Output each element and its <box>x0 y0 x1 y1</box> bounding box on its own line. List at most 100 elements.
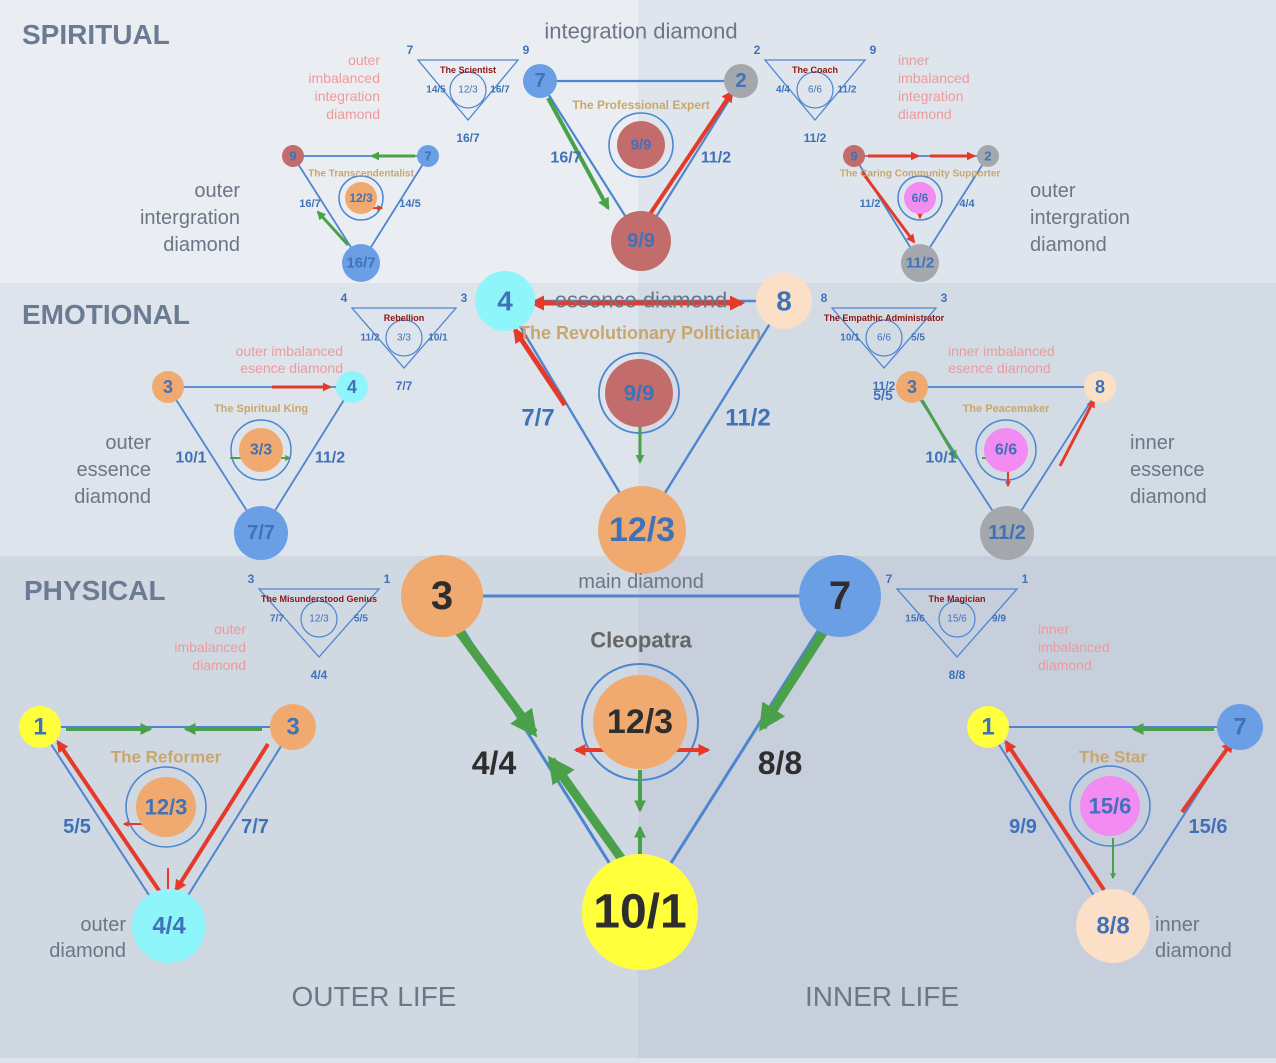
center-number: 6/6 <box>995 442 1017 459</box>
side-number: 10/1 <box>925 450 956 467</box>
node-layer <box>19 64 1263 970</box>
node-right <box>756 273 812 329</box>
node-number: 9 <box>289 149 296 164</box>
center-number: 15/6 <box>1089 794 1132 819</box>
inner-ring <box>865 319 903 357</box>
arrow-red <box>1180 740 1234 814</box>
side-number: 14/5 <box>426 85 446 96</box>
node-left <box>152 371 184 403</box>
side-number: 7/7 <box>270 614 284 625</box>
arrow-green <box>920 399 958 460</box>
corner-number: 11/2 <box>873 379 896 393</box>
inner-ring <box>300 600 338 638</box>
caption-outer-imb-phys-3: diamond <box>192 657 246 673</box>
footer-inner-life: INNER LIFE <box>805 981 959 1012</box>
small-triangle <box>895 588 1019 658</box>
side-number: 5/5 <box>911 333 925 344</box>
node-number: 16/7 <box>346 255 375 272</box>
node-number: 4/4 <box>152 913 186 940</box>
section-spiritual: SPIRITUAL <box>22 19 170 50</box>
node-left <box>401 555 483 637</box>
node-right <box>1084 371 1116 403</box>
center-node <box>605 359 673 427</box>
side-number: 11/2 <box>701 150 731 167</box>
node-number: 3 <box>286 714 299 741</box>
side-number: 4/4 <box>959 198 975 210</box>
center-ring <box>897 175 943 221</box>
node-number: 8 <box>1095 377 1105 397</box>
caption-outer-imb-int-3: integration <box>315 88 380 104</box>
center-ring <box>608 112 674 178</box>
node-number: 7 <box>424 149 431 164</box>
center-number: 12/3 <box>309 614 329 625</box>
caption-inner-diamond-1: inner <box>1155 914 1200 936</box>
node-number: 11/2 <box>988 522 1026 544</box>
center-ring <box>338 175 384 221</box>
node-number: 2 <box>735 70 746 92</box>
triangle-title: The Peacemaker <box>963 403 1051 415</box>
center-number: 6/6 <box>877 333 891 344</box>
band-spiritual-left <box>0 0 638 283</box>
caption-main-diamond: main diamond <box>578 571 704 593</box>
triangle-title: The Empathic Administrator <box>824 313 945 323</box>
node-bottom <box>611 211 671 271</box>
side-number: 15/6 <box>1189 816 1228 838</box>
corner-number: 2 <box>754 43 761 57</box>
arrow-green <box>758 619 834 732</box>
corner-number: 7 <box>407 43 414 57</box>
center-number: 12/3 <box>458 85 478 96</box>
inner-ring <box>449 71 487 109</box>
center-node <box>345 182 377 214</box>
caption-outer-ess-1: outer <box>105 432 151 454</box>
center-node <box>1080 776 1140 836</box>
side-number: 4/4 <box>776 85 790 96</box>
section-emotional: EMOTIONAL <box>22 299 190 330</box>
side-number: 11/2 <box>838 85 857 96</box>
triangle-title: The Spiritual King <box>214 403 308 415</box>
side-number: 4/4 <box>472 745 517 781</box>
side-number: 5/5 <box>873 387 893 403</box>
triangle-title: The Transcendentalist <box>308 169 414 180</box>
center-node <box>239 428 283 472</box>
node-right <box>1217 704 1263 750</box>
center-node <box>593 675 687 769</box>
node-number: 7 <box>829 574 851 618</box>
center-ring <box>1069 765 1151 847</box>
corner-number: 9 <box>523 43 530 57</box>
triangle-title: The Misunderstood Genius <box>261 594 377 604</box>
triangle-title: The Scientist <box>440 65 496 75</box>
node-right <box>799 555 881 637</box>
center-node <box>617 121 665 169</box>
arrow-red <box>1058 398 1096 467</box>
triangle-title: The Caring Community Supporter <box>840 169 1001 180</box>
caption-inner-imb-int-4: diamond <box>898 106 952 122</box>
side-number: 9/9 <box>992 614 1006 625</box>
center-node <box>904 182 936 214</box>
caption-inner-imb-int-1: inner <box>898 52 929 68</box>
side-number: 11/2 <box>315 450 345 467</box>
node-number: 11/2 <box>906 255 934 272</box>
caption-outer-imb-int-1: outer <box>348 52 380 68</box>
center-ring <box>230 419 292 481</box>
label-layer: 7 9 16/7 12/3 14/5 16/7 The Scientist 2 9 11/2 6/6… <box>33 19 1246 963</box>
side-number: 16/7 <box>490 85 510 96</box>
side-number: 16/7 <box>550 150 581 167</box>
node-left <box>967 706 1009 748</box>
corner-number: 1 <box>1022 572 1029 586</box>
arrow-green <box>316 210 350 247</box>
node-bottom <box>901 244 939 282</box>
triangle <box>38 726 295 928</box>
center-number: 15/6 <box>947 614 967 625</box>
center-number: 3/3 <box>250 442 272 459</box>
center-number: 9/9 <box>631 137 652 154</box>
node-number: 9/9 <box>627 230 655 252</box>
center-number: 12/3 <box>607 703 673 741</box>
triangle-integration <box>538 79 743 244</box>
inner-ring <box>385 319 423 357</box>
band-emotional-right <box>638 283 1276 556</box>
arrow-green <box>546 97 610 211</box>
caption-outer-imb-phys-2: imbalanced <box>174 639 246 655</box>
side-number: 8/8 <box>758 745 802 781</box>
